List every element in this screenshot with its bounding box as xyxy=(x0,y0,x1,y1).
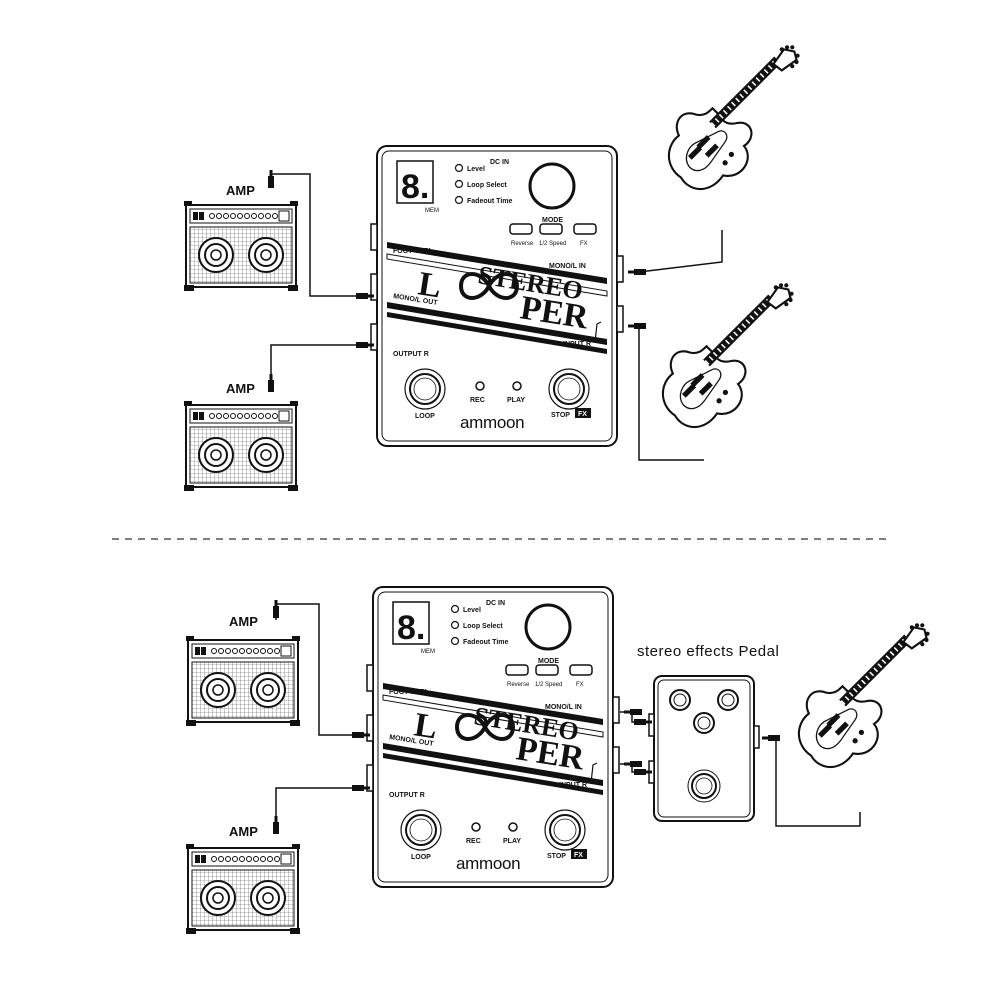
play-label: PLAY xyxy=(507,397,525,404)
reverse-label: Reverse xyxy=(511,241,534,247)
bottom-diagram: AMP AMP DC IN 8. MEM Level Loop Select F… xyxy=(185,585,930,935)
amp-bottom-2: AMP xyxy=(185,824,301,935)
fx-badge: FX xyxy=(578,411,587,418)
reverse-label: Reverse xyxy=(507,682,530,688)
dc-in-label: DC IN xyxy=(486,600,505,607)
amp-label: AMP xyxy=(229,614,258,629)
mode-label: MODE xyxy=(542,217,563,224)
loop-label: LOOP xyxy=(415,413,435,420)
mode-label: MODE xyxy=(538,658,559,665)
looper-pedal-top: DC IN 8. MEM Level Loop Select Fadeout T… xyxy=(369,144,625,448)
fx-button-label: FX xyxy=(580,241,588,247)
display-digit: 8. xyxy=(397,609,425,647)
fx-button-label: FX xyxy=(576,682,584,688)
amp-bottom-1: AMP xyxy=(185,614,301,727)
output-r-label: OUTPUT R xyxy=(393,351,429,358)
option-level: Level xyxy=(467,166,485,173)
mem-label: MEM xyxy=(421,649,435,655)
stop-label: STOP xyxy=(547,853,566,860)
foot-ctrl-label: FOOT CTRL xyxy=(393,248,434,255)
half-speed-label: 1/2 Speed xyxy=(539,241,566,247)
amp-label: AMP xyxy=(229,824,258,839)
option-level: Level xyxy=(463,607,481,614)
stereo-effects-pedal: stereo effects Pedal xyxy=(637,643,779,822)
option-loop-select: Loop Select xyxy=(467,182,507,189)
mem-label: MEM xyxy=(425,208,439,214)
input-r-label: INPUT R xyxy=(563,341,591,348)
display-digit: 8. xyxy=(401,168,429,206)
amp-label: AMP xyxy=(226,381,255,396)
guitar-bottom xyxy=(799,623,930,767)
input-r-label: INPUT R xyxy=(559,782,587,789)
guitar-top-1 xyxy=(669,45,800,189)
option-fadeout-time: Fadeout Time xyxy=(467,198,512,205)
stop-label: STOP xyxy=(551,412,570,419)
play-label: PLAY xyxy=(503,838,521,845)
effects-pedal-label: stereo effects Pedal xyxy=(637,643,779,660)
brand-logo: ammoon xyxy=(460,413,524,432)
amp-top-1: AMP xyxy=(183,183,299,292)
half-speed-label: 1/2 Speed xyxy=(535,682,562,688)
option-fadeout-time: Fadeout Time xyxy=(463,639,508,646)
rec-label: REC xyxy=(470,397,485,404)
foot-ctrl-label: FOOT CTRL xyxy=(389,689,430,696)
output-r-label: OUTPUT R xyxy=(389,792,425,799)
dc-in-label: DC IN xyxy=(490,159,509,166)
mono-l-in-label: MONO/L IN xyxy=(545,704,582,711)
amp-top-2: AMP xyxy=(183,381,299,492)
brand-logo: ammoon xyxy=(456,854,520,873)
looper-pedal-bottom: DC IN 8. MEM Level Loop Select Fadeout T… xyxy=(365,585,621,889)
fx-badge: FX xyxy=(574,852,583,859)
option-loop-select: Loop Select xyxy=(463,623,503,630)
top-diagram: AMP AMP DC IN 8. MEM Level Loop Select F… xyxy=(183,45,800,492)
loop-label: LOOP xyxy=(411,854,431,861)
mono-l-in-label: MONO/L IN xyxy=(549,263,586,270)
cables-top xyxy=(270,173,723,461)
rec-label: REC xyxy=(466,838,481,845)
guitar-top-2 xyxy=(663,283,794,427)
amp-label: AMP xyxy=(226,183,255,198)
